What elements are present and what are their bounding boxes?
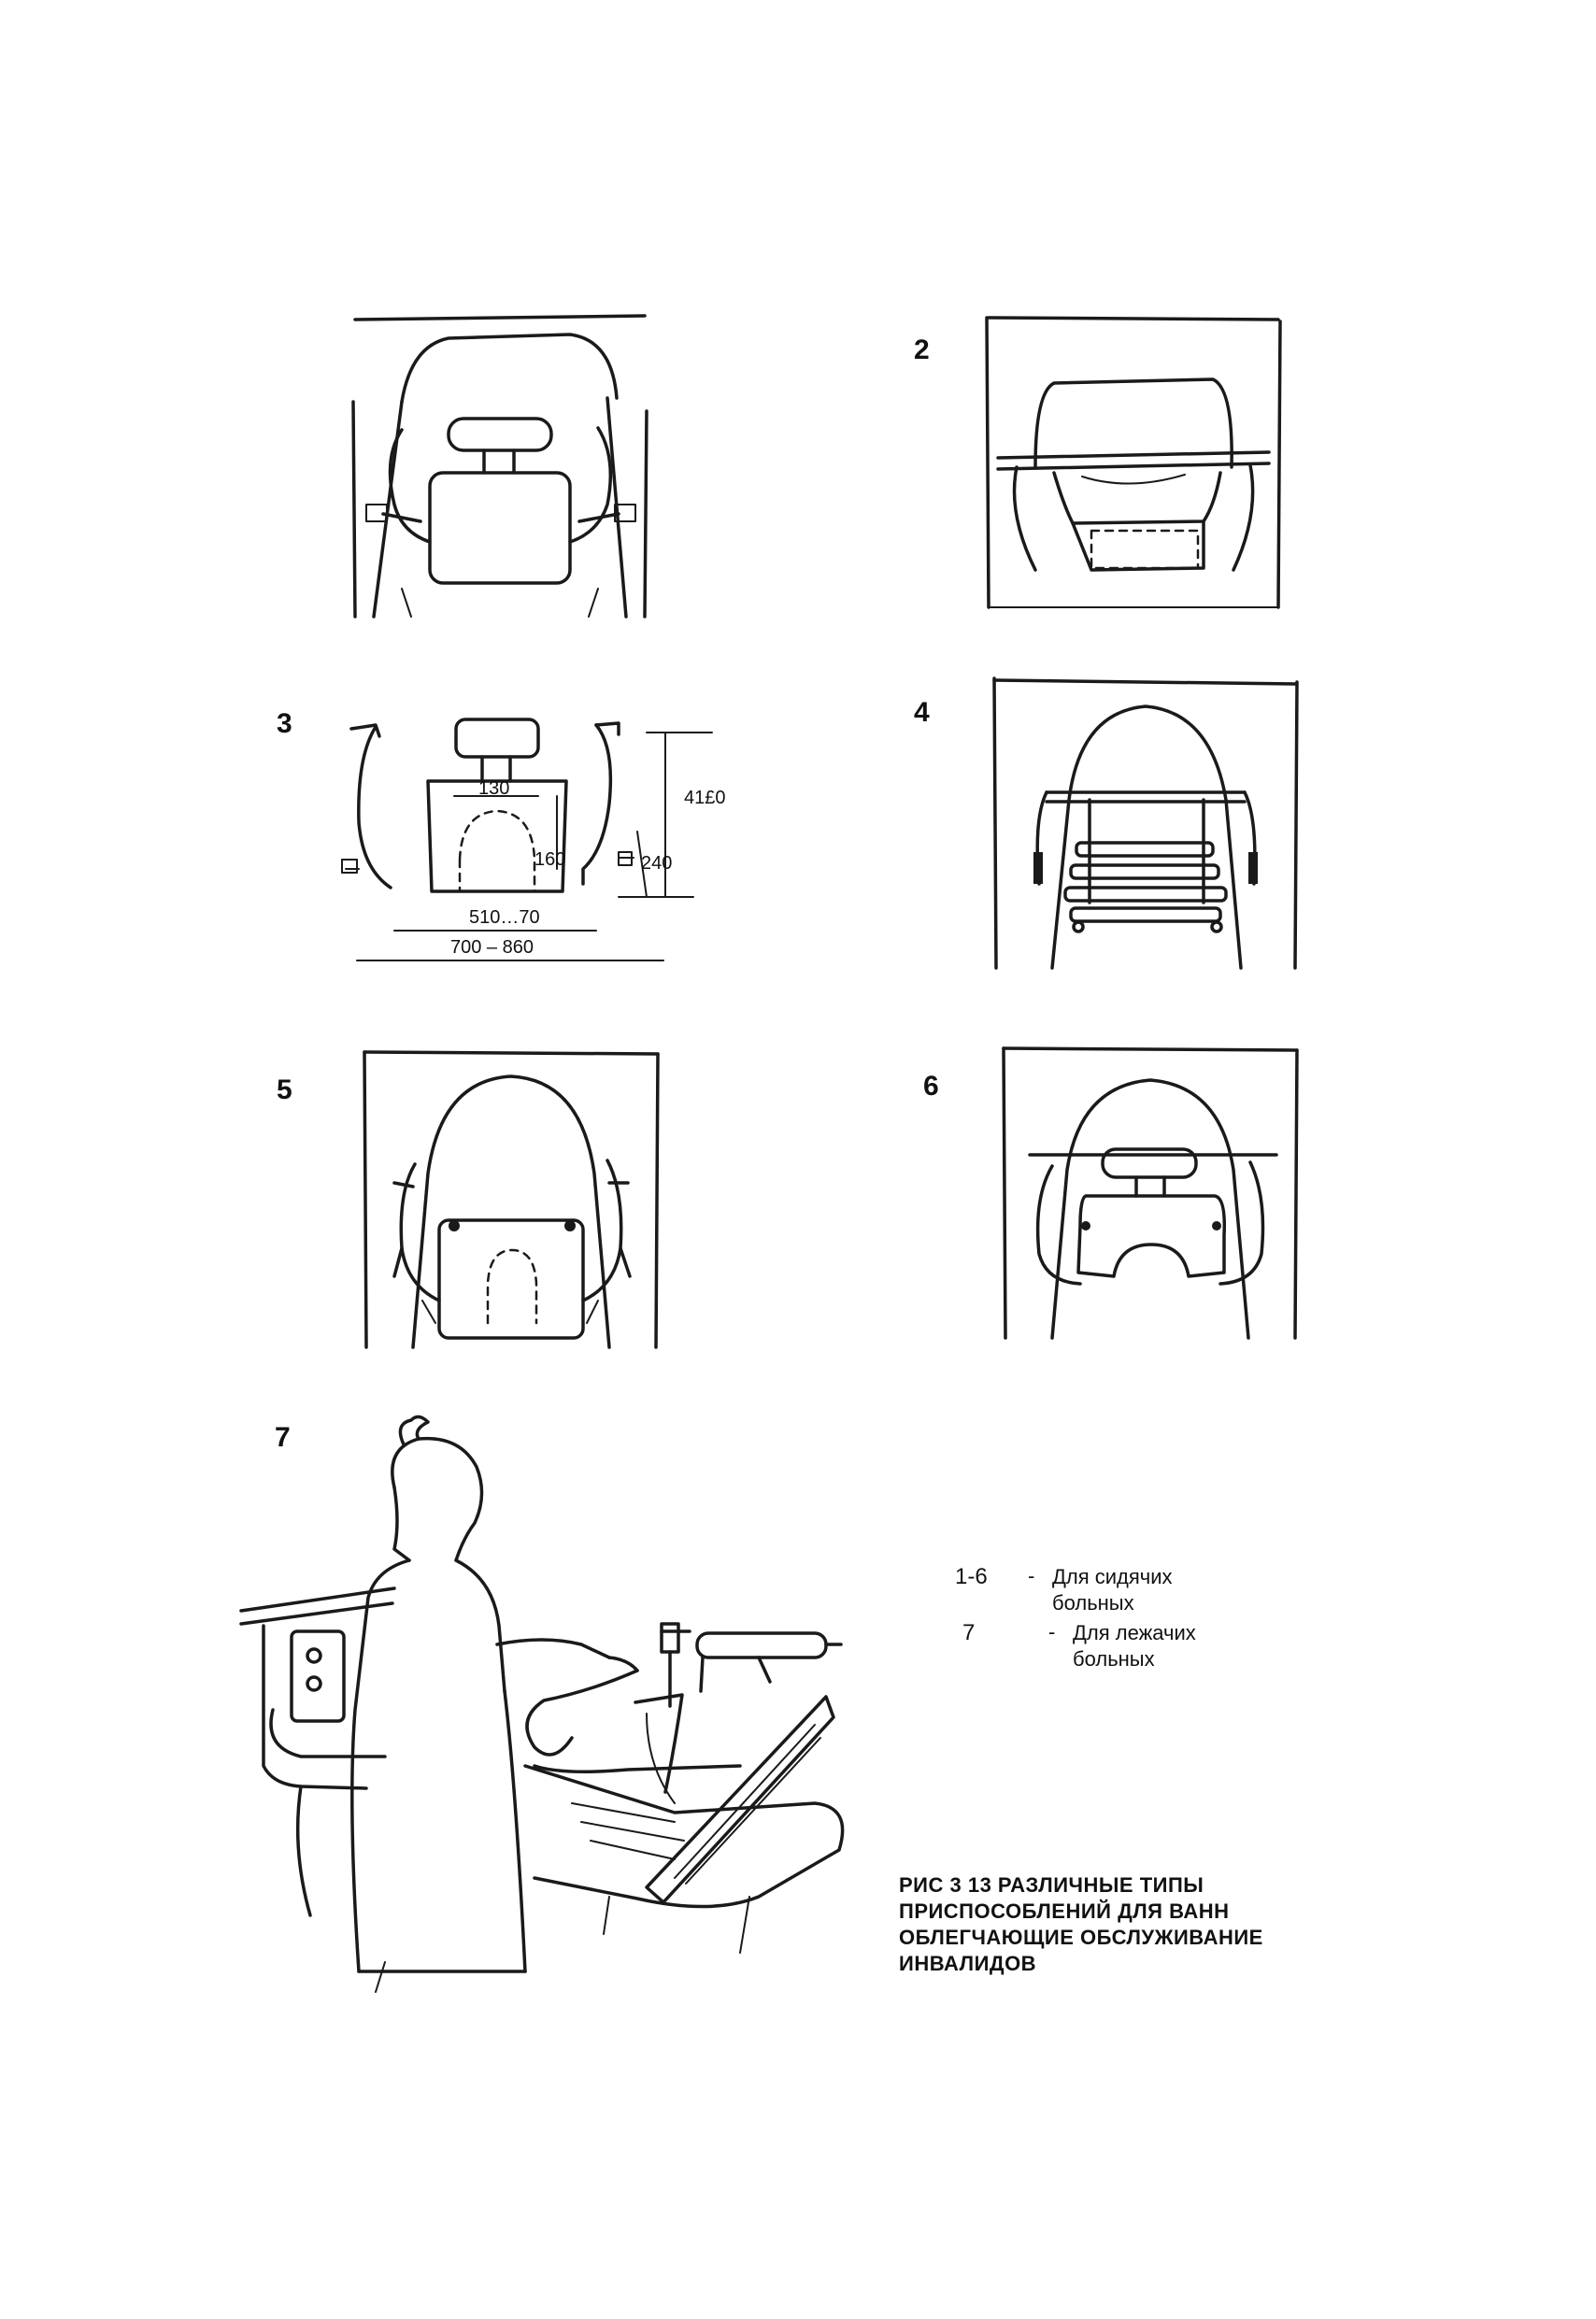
figure-3-label: 3 bbox=[277, 708, 292, 739]
figure-6-label: 6 bbox=[923, 1071, 939, 1102]
legend-key-lying: 7 bbox=[962, 1620, 976, 1645]
figure-4-bath-bench-illustration bbox=[987, 669, 1304, 977]
figure-1-bath-seat-illustration bbox=[346, 308, 654, 626]
legend-row-seated: 1-6 - Для сидячих больных bbox=[955, 1564, 1196, 1616]
caption-line-3: ОБЛЕГЧАЮЩИЕ ОБСЛУЖИВАНИЕ bbox=[899, 1926, 1263, 1949]
dim-510-text: 510…70 bbox=[469, 907, 540, 928]
figure-7-label: 7 bbox=[275, 1422, 291, 1453]
dim-130-text: 130 bbox=[478, 778, 509, 799]
legend-text-seated: Для сидячих больных bbox=[1052, 1565, 1173, 1615]
legend-key-seated: 1-6 bbox=[955, 1564, 988, 1589]
figure-2-bath-board-illustration bbox=[979, 308, 1288, 617]
legend-text-lying: Для лежачих больных bbox=[1073, 1621, 1196, 1671]
legend-row-lying: 7 - Для лежачих больных bbox=[955, 1620, 1196, 1672]
legend-dash-seated: - bbox=[1028, 1564, 1035, 1587]
dim-160-text: 160 bbox=[534, 849, 565, 870]
caption-line-1: РИС 3 13 РАЗЛИЧНЫЕ ТИПЫ bbox=[899, 1873, 1204, 1897]
dim-240-text: 240 bbox=[641, 853, 672, 874]
dim-410-text: 41£0 bbox=[684, 788, 726, 808]
figure-5-bath-seat-cutout-illustration bbox=[357, 1043, 665, 1357]
caption-line-2: ПРИСПОСОБЛЕНИЙ ДЛЯ ВАНН bbox=[899, 1899, 1230, 1923]
figure-2-label: 2 bbox=[914, 334, 930, 365]
figure-7-nurse-bath-stretcher-illustration bbox=[235, 1411, 852, 1994]
caption-line-4: ИНВАЛИДОВ bbox=[899, 1952, 1037, 1975]
figure-caption: РИС 3 13 РАЗЛИЧНЫЕ ТИПЫ ПРИСПОСОБЛЕНИЙ Д… bbox=[899, 1872, 1329, 1977]
legend-dash-lying: - bbox=[1048, 1620, 1056, 1643]
figure-5-label: 5 bbox=[277, 1074, 292, 1105]
figure-6-horseshoe-seat-illustration bbox=[996, 1039, 1304, 1347]
legend: 1-6 - Для сидячих больных 7 - Для лежачи… bbox=[955, 1564, 1196, 1676]
figure-3-dimensioned-seat-drawing: 130 160 41£0 240 510…70 700 – 860 bbox=[338, 691, 731, 990]
figure-4-label: 4 bbox=[914, 697, 930, 728]
dim-700-text: 700 – 860 bbox=[450, 937, 534, 958]
